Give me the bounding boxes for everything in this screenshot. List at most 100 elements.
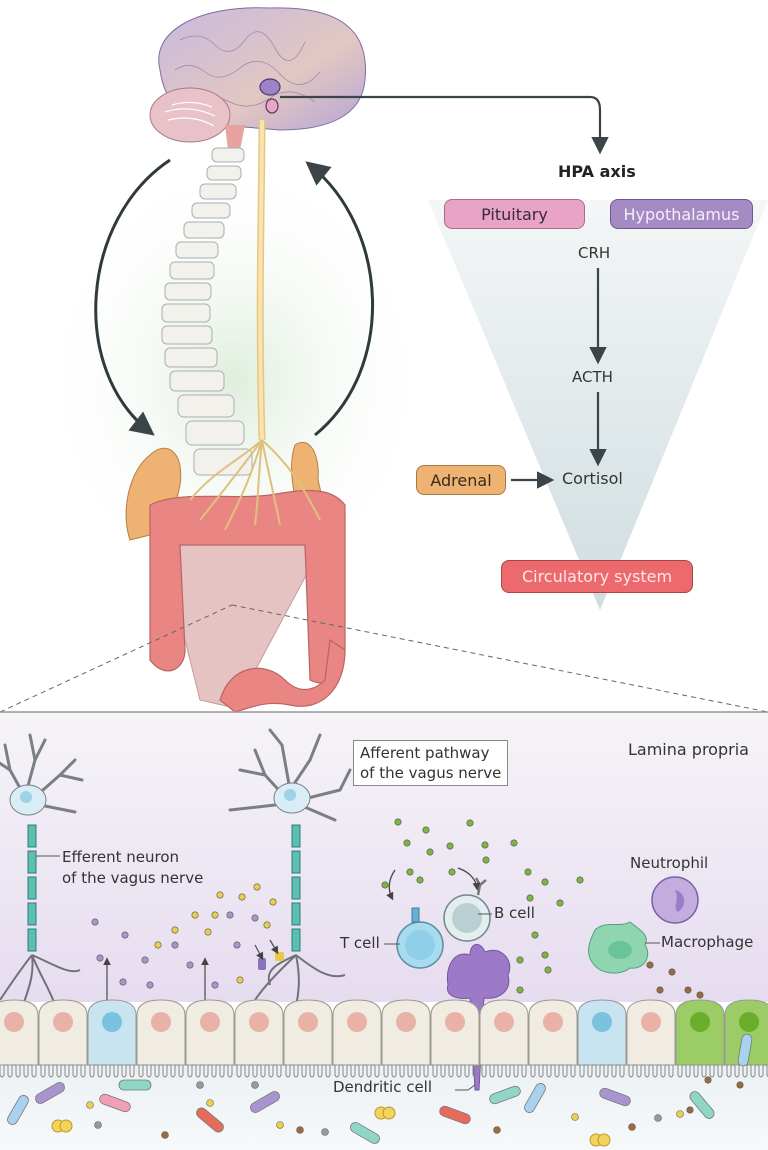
bacterium-rod	[7, 1095, 29, 1125]
microbial-particle	[94, 1121, 102, 1129]
microbial-particle	[161, 1131, 169, 1139]
microbial-particle	[321, 1128, 329, 1136]
epithelial-cell	[675, 999, 725, 1066]
molecule-dot	[524, 868, 532, 876]
molecule-dot	[516, 956, 524, 964]
cell-nucleus	[396, 1012, 416, 1032]
molecule-dot	[541, 951, 549, 959]
microbial-particle	[206, 1099, 214, 1107]
molecule-dot	[211, 911, 219, 919]
microvilli	[676, 1064, 723, 1078]
molecule-dot	[422, 826, 430, 834]
molecule-dot	[171, 926, 179, 934]
molecule-dot	[686, 1106, 694, 1114]
antigen-arrow-2	[457, 867, 481, 891]
cell-nucleus	[4, 1012, 24, 1032]
epithelial-cell	[185, 999, 235, 1066]
lamina-propria-label: Lamina propria	[628, 740, 749, 759]
epithelial-cell	[626, 999, 676, 1066]
molecule-dot	[236, 976, 244, 984]
crh-label: CRH	[578, 244, 611, 262]
cell-nucleus	[298, 1012, 318, 1032]
molecule-dot	[481, 841, 489, 849]
zoom-line-left	[0, 604, 233, 713]
epithelial-cell	[0, 999, 39, 1066]
microbial-particle	[654, 1114, 662, 1122]
molecule-dot	[403, 839, 411, 847]
epithelial-cell	[430, 999, 480, 1066]
molecule-dot	[736, 1081, 744, 1089]
t-cell-label: T cell	[340, 934, 380, 952]
microvilli	[137, 1064, 184, 1078]
microbial-particle	[86, 1101, 94, 1109]
pituitary-marker	[265, 98, 279, 114]
microvilli	[284, 1064, 331, 1078]
cell-nucleus	[347, 1012, 367, 1032]
cell-nucleus	[494, 1012, 514, 1032]
epithelial-layer	[0, 999, 768, 1078]
molecule-dot	[656, 986, 664, 994]
bacterium-rod	[524, 1083, 546, 1113]
cell-nucleus	[543, 1012, 563, 1032]
microbial-particle	[296, 1126, 304, 1134]
b-cell-label: B cell	[494, 904, 535, 922]
hypothalamus-marker	[259, 78, 281, 96]
descending-arrow	[94, 158, 171, 436]
cortisol-label: Cortisol	[562, 469, 623, 488]
molecule-dot	[544, 966, 552, 974]
cell-nucleus	[690, 1012, 710, 1032]
molecule-dot	[516, 986, 524, 994]
molecule-dot	[119, 978, 127, 986]
hpa-axis-title: HPA axis	[558, 162, 636, 181]
molecule-dot	[556, 899, 564, 907]
receptor-arrow-2	[269, 939, 279, 955]
microvilli	[88, 1064, 135, 1078]
microbial-particle	[276, 1121, 284, 1129]
molecule-dot	[211, 981, 219, 989]
molecule-dot	[233, 941, 241, 949]
microvilli	[431, 1064, 478, 1078]
molecule-dot	[141, 956, 149, 964]
molecule-dot	[426, 848, 434, 856]
ascending-arrow	[305, 161, 375, 437]
efferent-neuron	[0, 733, 84, 1011]
epithelial-cell	[38, 999, 88, 1066]
molecule-dot	[226, 911, 234, 919]
molecule-dot	[269, 898, 277, 906]
bacterium-rod	[599, 1087, 631, 1107]
molecule-dot	[646, 961, 654, 969]
neutrophil-label: Neutrophil	[630, 854, 709, 872]
molecule-dot	[482, 856, 490, 864]
microvilli	[333, 1064, 380, 1078]
cell-nucleus	[200, 1012, 220, 1032]
receptor-yellow	[275, 952, 284, 961]
molecule-dot	[510, 839, 518, 847]
cell-nucleus	[445, 1012, 465, 1032]
microvilli	[627, 1064, 674, 1078]
microvilli	[480, 1064, 527, 1078]
molecule-dot	[446, 842, 454, 850]
molecule-dot	[186, 961, 194, 969]
antigen-arrow-1	[386, 869, 396, 901]
efferent-label-line1: Efferent neuron	[62, 848, 180, 866]
spine	[161, 147, 253, 476]
molecule-dot	[96, 954, 104, 962]
bacterium-rod	[99, 1093, 131, 1113]
molecule-dot	[91, 918, 99, 926]
microvilli	[382, 1064, 429, 1078]
cell-nucleus	[592, 1012, 612, 1032]
afferent-label-line2: of the vagus nerve	[360, 764, 502, 782]
molecule-dot	[204, 928, 212, 936]
molecule-dot	[531, 931, 539, 939]
epithelial-cell	[724, 999, 768, 1066]
microbial-particle	[251, 1081, 259, 1089]
molecule-dot	[406, 868, 414, 876]
microvilli	[235, 1064, 282, 1078]
microvilli	[725, 1064, 768, 1078]
brain-to-hpa-arrow	[280, 95, 609, 155]
molecule-dot	[684, 986, 692, 994]
gut-microbiota	[7, 1033, 753, 1147]
cell-nucleus	[53, 1012, 73, 1032]
